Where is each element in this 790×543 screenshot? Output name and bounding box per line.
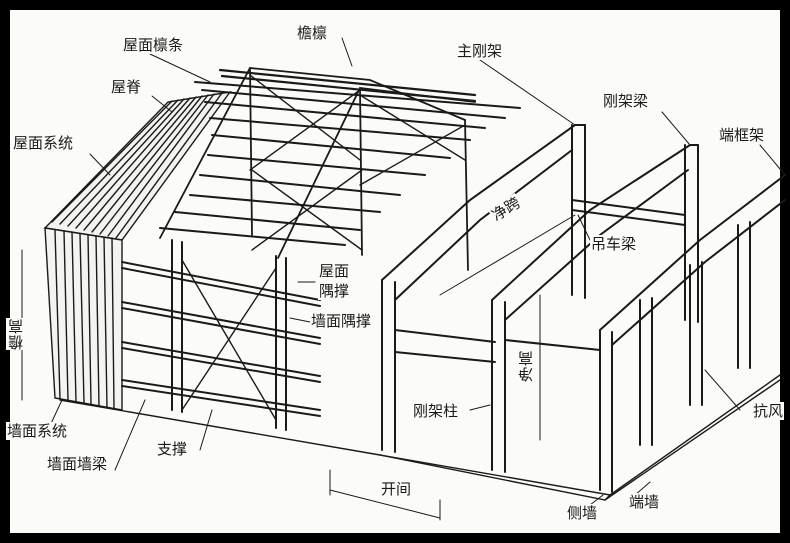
wall-bracing <box>181 259 277 421</box>
label-roof-purlin: 屋面檩条 <box>122 36 185 54</box>
wall-girts <box>121 261 321 417</box>
label-ridge: 屋脊 <box>110 78 143 96</box>
label-end-frame: 端框架 <box>718 126 766 144</box>
label-rigid-beam: 刚架梁 <box>602 92 650 110</box>
label-eave-purlin: 檐檩 <box>296 24 329 42</box>
label-roof-system: 屋面系统 <box>12 134 75 152</box>
label-wall-girt: 墙面墙梁 <box>46 455 109 473</box>
label-wind-column: 抗风 <box>752 402 785 420</box>
eave-purlin <box>218 68 477 103</box>
roof-rafters <box>159 67 476 271</box>
label-main-frame: 主刚架 <box>456 42 504 60</box>
frame-columns-front <box>171 239 287 431</box>
main-frame-2 <box>491 144 699 473</box>
roof-bracing <box>249 74 466 251</box>
wall-sheeting <box>44 227 123 411</box>
roof-sheeting <box>43 91 232 241</box>
label-net-height: 净高 <box>516 350 536 382</box>
label-wall-brace: 墙面隅撑 <box>310 312 373 330</box>
leader-lines <box>47 37 786 506</box>
label-crane-beam: 吊车梁 <box>590 235 638 253</box>
end-frame <box>599 174 786 493</box>
label-bay: 开间 <box>380 480 413 498</box>
label-end-wall: 端墙 <box>628 493 661 511</box>
label-side-wall: 侧墙 <box>566 504 599 522</box>
label-wall-system: 墙面系统 <box>6 422 69 440</box>
label-roof-brace-1: 屋面 <box>318 262 351 280</box>
crane-beams <box>504 199 686 351</box>
label-bracing: 支撑 <box>156 440 189 458</box>
label-frame-column: 刚架柱 <box>412 402 460 420</box>
ground-outline <box>59 374 781 501</box>
label-roof-brace-2: 隅撑 <box>318 282 351 300</box>
label-eave-height: 檐高 <box>6 318 26 350</box>
